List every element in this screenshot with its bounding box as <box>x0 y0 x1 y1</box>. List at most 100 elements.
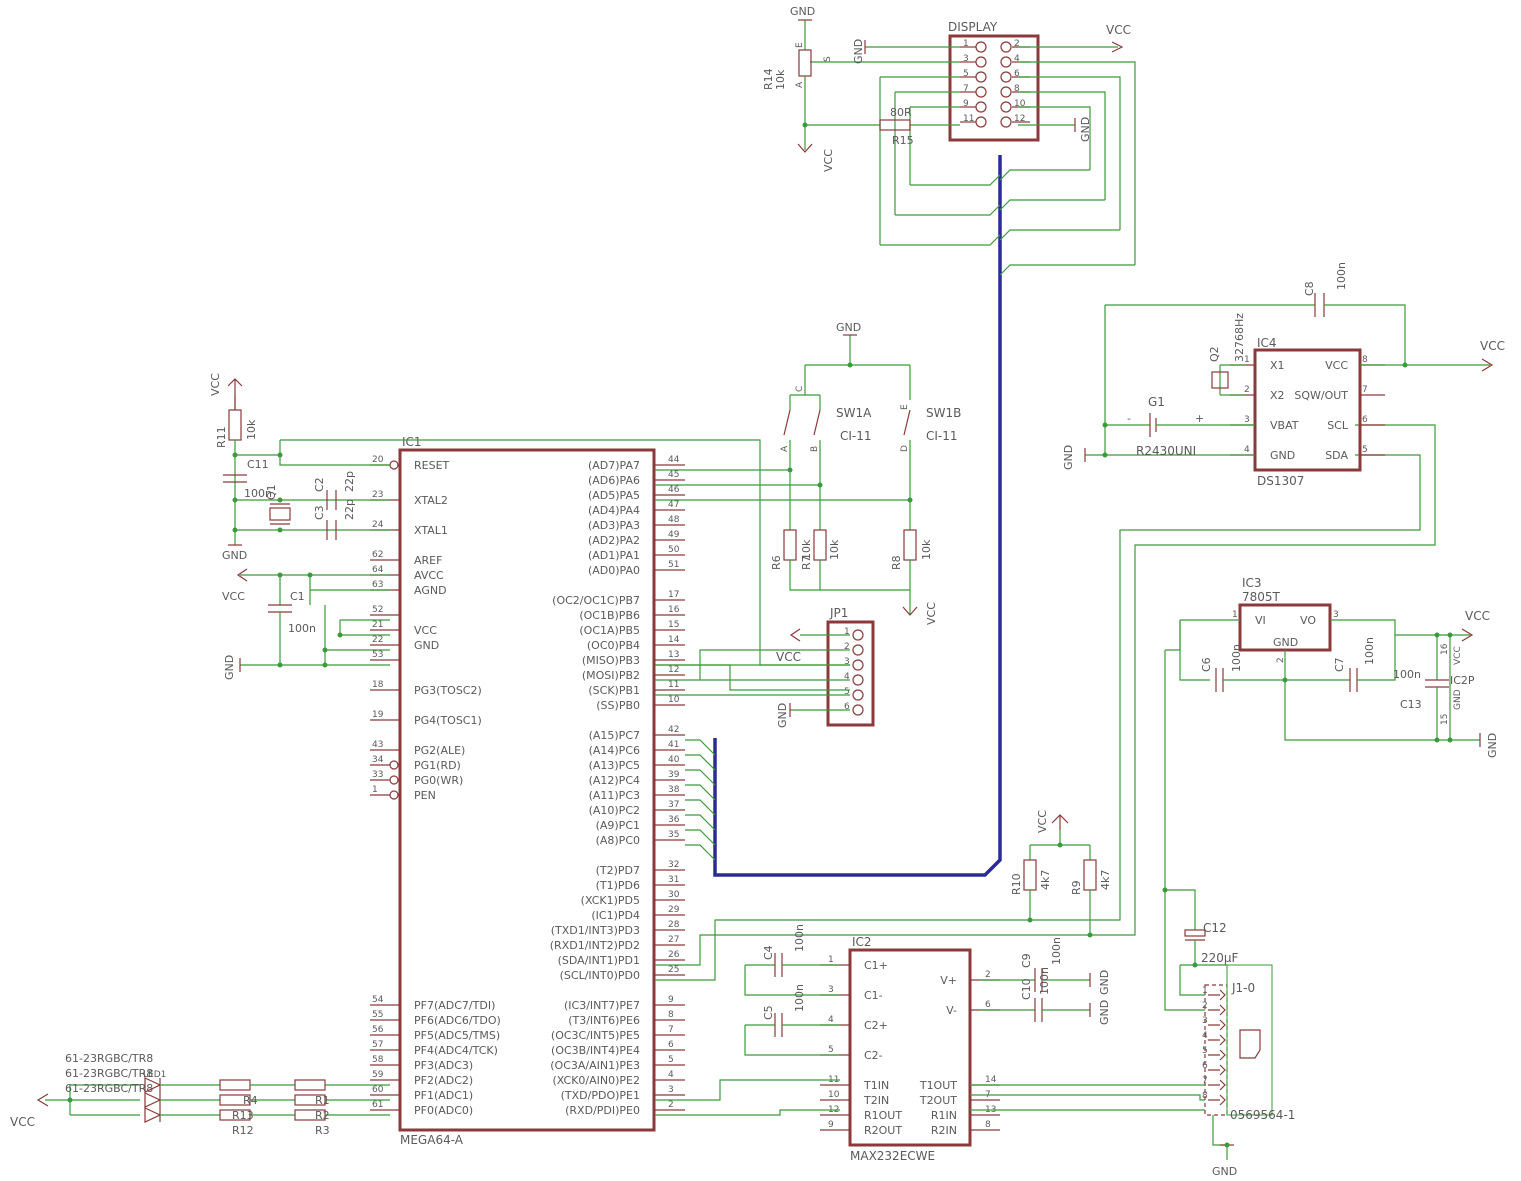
jp1-pin-number: 6 <box>844 702 850 712</box>
ic1-pin-number: 58 <box>372 1055 384 1065</box>
ic1-pin-name: PG1(RD) <box>414 759 461 772</box>
j1-pin <box>1208 1034 1226 1046</box>
display-pin-pad <box>975 101 987 113</box>
ic1-pin-name: PEN <box>414 789 436 802</box>
ic2-pin-name: T2IN <box>863 1094 889 1107</box>
c1-ref: C1 <box>290 590 305 603</box>
ic2-value: MAX232ECWE <box>850 1149 935 1163</box>
j1-pin-number: 2 <box>1202 1001 1208 1011</box>
gnd-label: GND <box>1062 445 1075 470</box>
ic1-pin-12: 12(MOSI)PB2 <box>582 665 685 682</box>
ic1-pin-name: PG2(ALE) <box>414 744 465 757</box>
ic4-pin-number: 3 <box>1244 415 1250 425</box>
r3-label: R3 <box>315 1124 330 1137</box>
ic1-pin-name: PF6(ADC6/TDO) <box>414 1014 501 1027</box>
ic1-pin-name: PF2(ADC2) <box>414 1074 473 1087</box>
r2-label: R2 <box>315 1109 330 1122</box>
ic1-pin-number: 28 <box>668 920 680 930</box>
c2-ref: C2 <box>313 477 326 492</box>
ic1-pin-name: (A15)PC7 <box>589 729 640 742</box>
ic1-pin-number: 21 <box>372 620 383 630</box>
ic1-pin-number: 42 <box>668 725 679 735</box>
display-pin-number: 4 <box>1014 54 1020 64</box>
ic4-pin-number: 5 <box>1362 445 1368 455</box>
j1-pin-number: 8 <box>1202 1091 1208 1101</box>
c5-value: 100n <box>793 984 806 1012</box>
ic1-pin-name: (AD7)PA7 <box>588 459 640 472</box>
c2-value: 22p <box>343 471 356 492</box>
display-pin-pad <box>975 116 987 128</box>
ic1-pin-name: (RXD1/INT2)PD2 <box>550 939 640 952</box>
ic3-value: 7805T <box>1242 590 1281 604</box>
ic3-pin-vo: VO <box>1300 614 1316 627</box>
c3-ref: C3 <box>313 505 326 520</box>
ic1-pin-number: 47 <box>668 500 679 510</box>
gnd-label: GND <box>1212 1165 1237 1178</box>
r11-ref: R11 <box>215 426 228 448</box>
ic1-pin-number: 64 <box>372 565 384 575</box>
ic4-pin-number: 2 <box>1244 385 1250 395</box>
ic1-pin-36: 36(A9)PC1 <box>596 815 685 832</box>
ic1-pin-53: 53 <box>370 650 400 661</box>
r9-ref: R9 <box>1070 880 1083 895</box>
ic1-pin-name: (TXD1/INT3)PD3 <box>551 924 640 937</box>
ic1-pin-name: (SDA/INT1)PD1 <box>558 954 640 967</box>
ic1-pin-number: 22 <box>372 635 383 645</box>
jp1-pin-number: 2 <box>844 642 850 652</box>
j1-ref: J1-0 <box>1231 981 1255 995</box>
ic1-pin-40: 40(A13)PC5 <box>589 755 685 772</box>
ic1-pin-46: 46(AD5)PA5 <box>588 485 685 502</box>
j1-pin-number: 3 <box>1202 1016 1208 1026</box>
jp1-ref: JP1 <box>829 606 848 620</box>
display-pin-pad <box>975 56 987 68</box>
vcc-label: VCC <box>1465 609 1490 623</box>
ic1-pin-number: 53 <box>372 650 383 660</box>
vcc-label: VCC <box>1480 339 1505 353</box>
c10-ref: C10 <box>1020 978 1033 1000</box>
ic1-pin-3: 3(TXD/PDO)PE1 <box>561 1085 685 1102</box>
ic1-pin-27: 27(RXD1/INT2)PD2 <box>550 935 685 952</box>
ic1-pin-30: 30(XCK1)PD5 <box>581 890 685 907</box>
r14-value: 10k <box>774 69 787 90</box>
display-pin-number: 6 <box>1014 69 1020 79</box>
ic1-pin-52: 52 <box>370 605 400 616</box>
ic1-pin-number: 9 <box>668 995 674 1005</box>
ic1-pin-name: PG3(TOSC2) <box>414 684 482 697</box>
ic1-pin-name: (A9)PC1 <box>596 819 640 832</box>
vcc-label: VCC <box>822 149 835 172</box>
g1-plus: + <box>1195 412 1204 425</box>
ic1-pin-39: 39(A12)PC4 <box>589 770 685 787</box>
ic1-pin-name: (IC1)PD4 <box>591 909 640 922</box>
ic1-pin-number: 33 <box>372 770 383 780</box>
j1-pin-number: 5 <box>1202 1046 1208 1056</box>
ic1-pin-number: 10 <box>668 695 680 705</box>
ic1-pin-47: 47(AD4)PA4 <box>588 500 685 517</box>
ic1-ref: IC1 <box>402 435 422 449</box>
q2-value: 32768Hz <box>1233 313 1246 362</box>
display-pin-pad <box>975 71 987 83</box>
ic3-pin-gnd: GND <box>1273 636 1298 649</box>
ic3-pin-2: 2 <box>1276 657 1286 663</box>
ic1-pin-number: 7 <box>668 1025 674 1035</box>
ic1-pin-name: (AD5)PA5 <box>588 489 640 502</box>
r8-value: 10k <box>920 539 933 560</box>
ic1-pin-number: 20 <box>372 455 384 465</box>
ic2-pin-name: C1+ <box>864 959 888 972</box>
ic1-pin-number: 48 <box>668 515 680 525</box>
ic1-pin-name: (XCK1)PD5 <box>581 894 640 907</box>
display-pin-number: 9 <box>963 99 969 109</box>
ic4-pin-name: SCL <box>1327 419 1349 432</box>
jp1-pin-pad <box>852 704 864 716</box>
ic4-pin-name: SDA <box>1325 449 1348 462</box>
ic2-pin-number: 3 <box>828 985 834 995</box>
r6-ref: R6 <box>770 555 783 570</box>
